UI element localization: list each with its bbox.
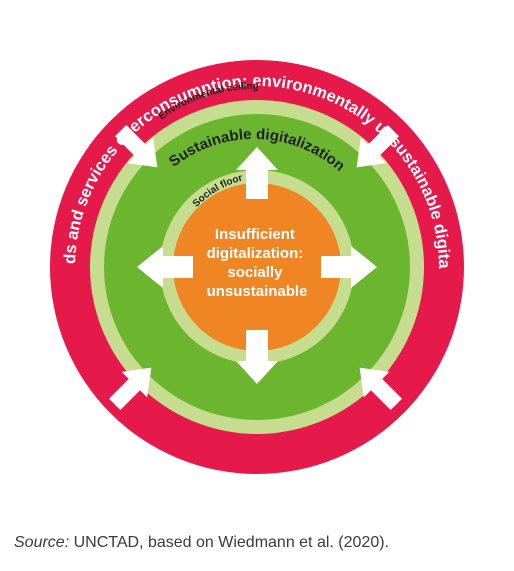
arrow-left-icon <box>137 246 193 288</box>
center-label-line-1: Insufficient <box>215 226 295 243</box>
center-label-line-2: digitalization: <box>207 245 304 262</box>
arrow-up-icon <box>236 147 278 199</box>
arrow-inward-bottom-right-icon <box>359 367 403 411</box>
source-caption: Source: UNCTAD, based on Wiedmann et al.… <box>14 534 504 552</box>
arrow-inward-bottom-left-icon <box>108 367 152 411</box>
arrow-right-icon <box>321 246 377 288</box>
outward-arrows <box>137 147 377 384</box>
inward-arrows <box>108 124 403 411</box>
center-label-line-3: socially <box>227 264 283 281</box>
center-core <box>173 183 341 351</box>
arrow-inward-top-right-icon <box>356 124 400 168</box>
center-label-line-4: unsustainable <box>207 283 308 300</box>
source-label: Source: <box>14 534 70 551</box>
doughnut-diagram: ICT goods and services overconsumption: … <box>50 60 464 474</box>
arrow-down-icon <box>236 330 278 384</box>
arrow-inward-top-left-icon <box>114 124 158 168</box>
source-text: UNCTAD, based on Wiedmann et al. (2020). <box>69 534 389 551</box>
center-label: Insufficient digitalization: socially un… <box>207 226 308 300</box>
